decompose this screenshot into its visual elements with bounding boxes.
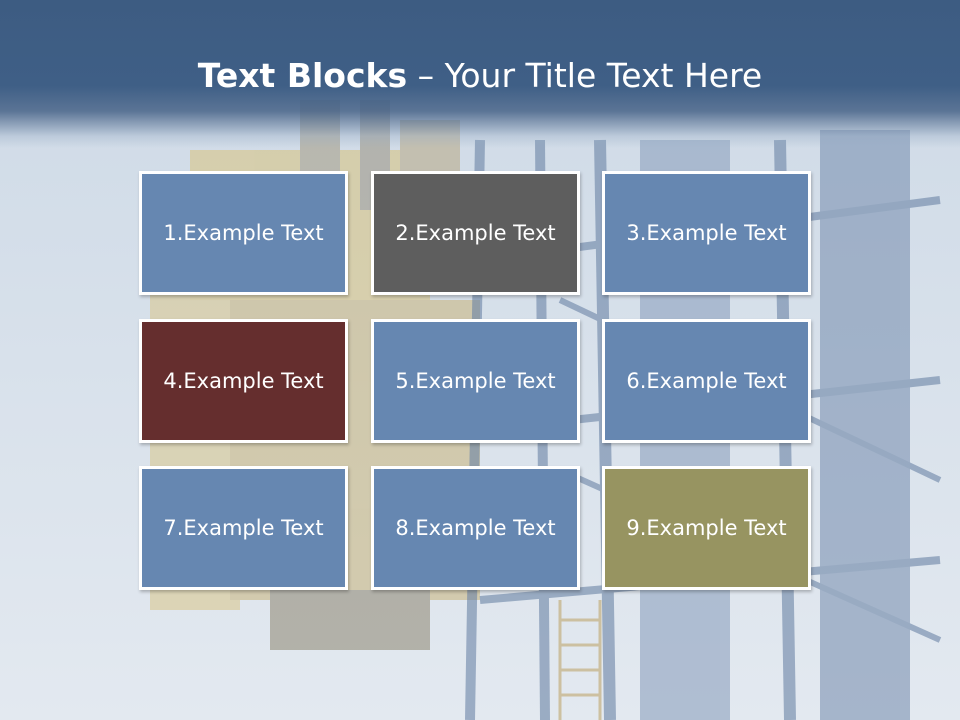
title-banner <box>0 0 960 148</box>
title-bold: Text Blocks <box>197 56 408 95</box>
text-block-5[interactable]: 5.Example Text <box>371 319 580 443</box>
title-rest: – Your Title Text Here <box>407 56 763 95</box>
text-block-1[interactable]: 1.Example Text <box>139 171 348 295</box>
text-block-9[interactable]: 9.Example Text <box>602 466 811 590</box>
text-block-2[interactable]: 2.Example Text <box>371 171 580 295</box>
text-block-label: 6.Example Text <box>626 369 787 393</box>
text-block-8[interactable]: 8.Example Text <box>371 466 580 590</box>
text-block-label: 5.Example Text <box>395 369 556 393</box>
text-block-label: 1.Example Text <box>163 221 324 245</box>
text-block-4[interactable]: 4.Example Text <box>139 319 348 443</box>
text-block-label: 8.Example Text <box>395 516 556 540</box>
text-block-3[interactable]: 3.Example Text <box>602 171 811 295</box>
text-block-label: 7.Example Text <box>163 516 324 540</box>
text-block-6[interactable]: 6.Example Text <box>602 319 811 443</box>
text-block-label: 9.Example Text <box>626 516 787 540</box>
text-block-7[interactable]: 7.Example Text <box>139 466 348 590</box>
text-block-label: 2.Example Text <box>395 221 556 245</box>
text-block-label: 4.Example Text <box>163 369 324 393</box>
slide-title: Text Blocks – Your Title Text Here <box>0 54 960 98</box>
text-block-label: 3.Example Text <box>626 221 787 245</box>
